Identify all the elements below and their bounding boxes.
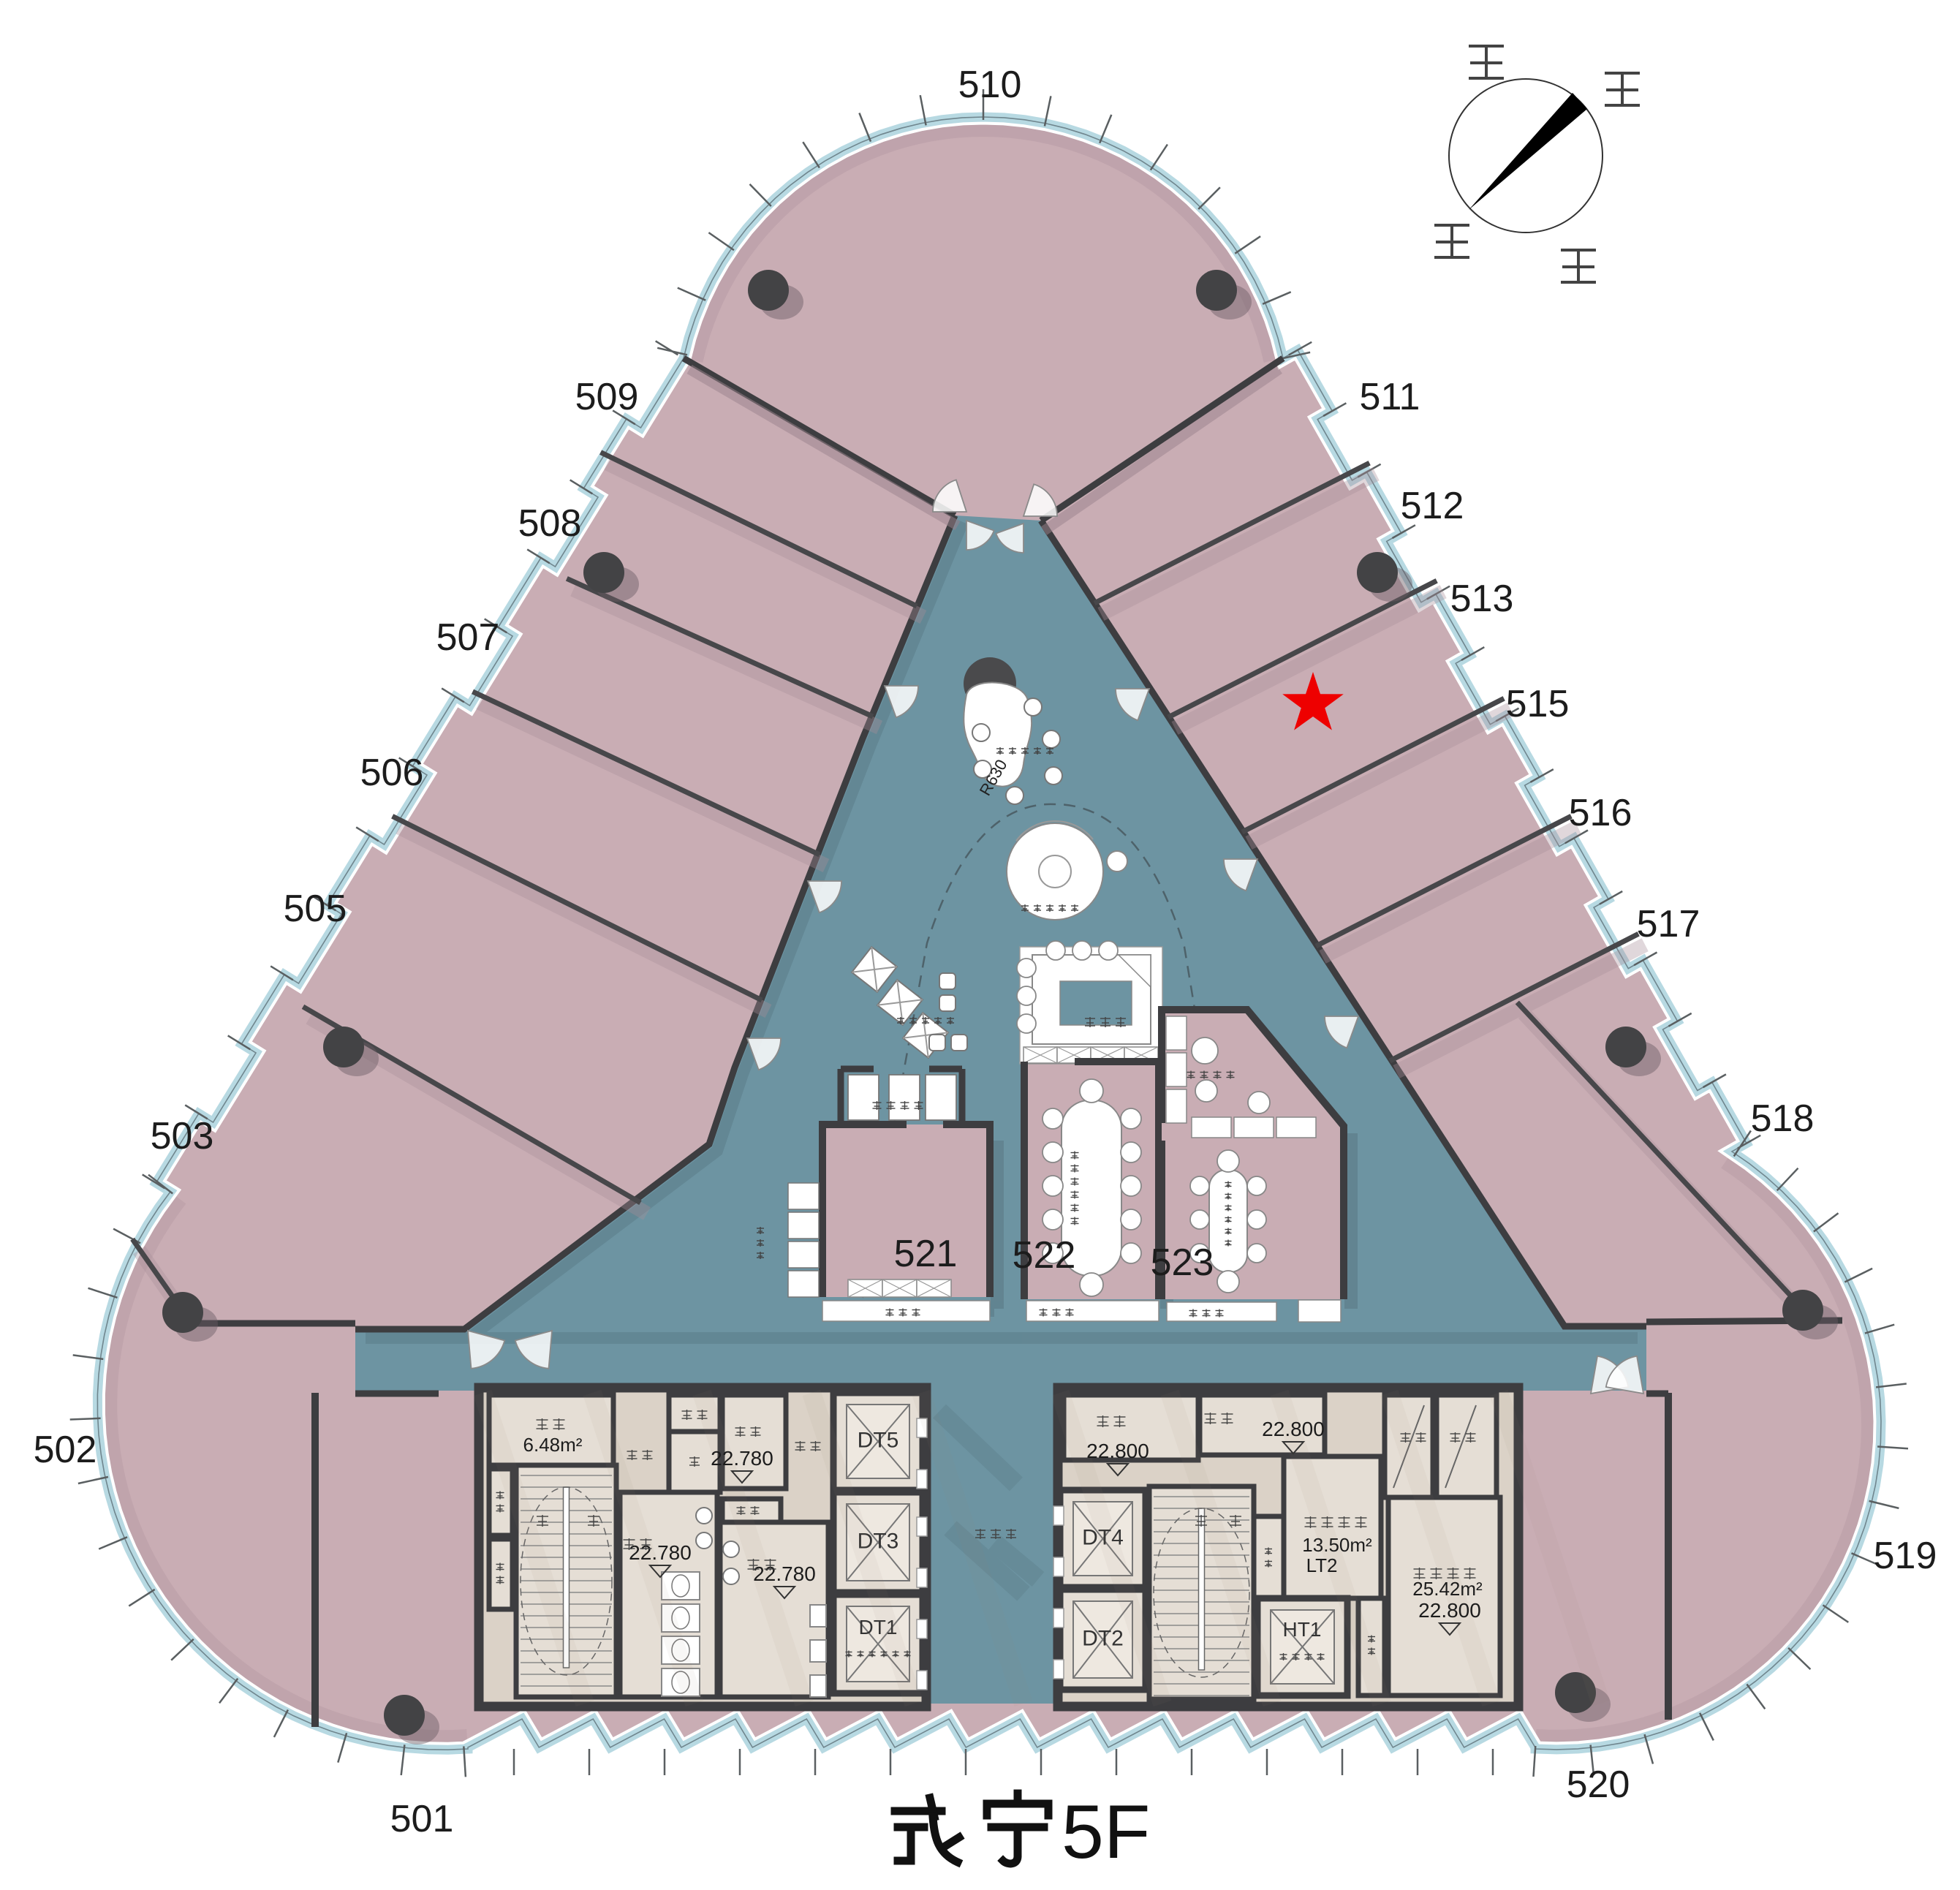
svg-text:517: 517 bbox=[1637, 903, 1700, 945]
svg-text:516: 516 bbox=[1569, 792, 1632, 834]
svg-text:519: 519 bbox=[1874, 1535, 1937, 1577]
svg-text:DT4: DT4 bbox=[1082, 1526, 1124, 1550]
svg-text:518: 518 bbox=[1751, 1097, 1815, 1140]
svg-text:22.780: 22.780 bbox=[711, 1447, 773, 1470]
svg-text:22.780: 22.780 bbox=[753, 1562, 816, 1585]
svg-text:521: 521 bbox=[894, 1233, 958, 1275]
svg-text:510: 510 bbox=[958, 64, 1022, 106]
svg-text:DT2: DT2 bbox=[1082, 1627, 1124, 1651]
svg-text:6.48m²: 6.48m² bbox=[523, 1434, 583, 1456]
svg-text:22.800: 22.800 bbox=[1086, 1440, 1149, 1462]
svg-text:HT1: HT1 bbox=[1283, 1618, 1322, 1641]
svg-text:509: 509 bbox=[575, 376, 639, 418]
svg-text:22.780: 22.780 bbox=[629, 1541, 692, 1564]
svg-text:22.800: 22.800 bbox=[1262, 1418, 1325, 1440]
svg-text:507: 507 bbox=[436, 616, 500, 659]
svg-text:502: 502 bbox=[34, 1429, 97, 1471]
svg-text:511: 511 bbox=[1360, 376, 1420, 418]
svg-text:508: 508 bbox=[518, 502, 582, 545]
svg-text:515: 515 bbox=[1506, 683, 1570, 725]
svg-text:513: 513 bbox=[1450, 578, 1514, 620]
svg-text:13.50m²: 13.50m² bbox=[1302, 1534, 1372, 1556]
svg-text:DT5: DT5 bbox=[858, 1429, 899, 1453]
svg-text:501: 501 bbox=[390, 1798, 454, 1840]
svg-text:506: 506 bbox=[360, 752, 424, 794]
svg-text:505: 505 bbox=[284, 888, 347, 930]
svg-text:503: 503 bbox=[151, 1115, 214, 1157]
svg-text:25.42m²: 25.42m² bbox=[1412, 1578, 1483, 1600]
svg-text:LT2: LT2 bbox=[1306, 1554, 1338, 1576]
svg-text:5F: 5F bbox=[1062, 1790, 1150, 1875]
svg-text:512: 512 bbox=[1401, 485, 1464, 527]
svg-text:520: 520 bbox=[1567, 1764, 1630, 1806]
svg-text:DT1: DT1 bbox=[859, 1616, 898, 1638]
svg-text:522: 522 bbox=[1013, 1234, 1076, 1277]
svg-text:523: 523 bbox=[1151, 1241, 1214, 1284]
svg-text:DT3: DT3 bbox=[858, 1530, 899, 1554]
svg-text:22.800: 22.800 bbox=[1418, 1599, 1481, 1622]
